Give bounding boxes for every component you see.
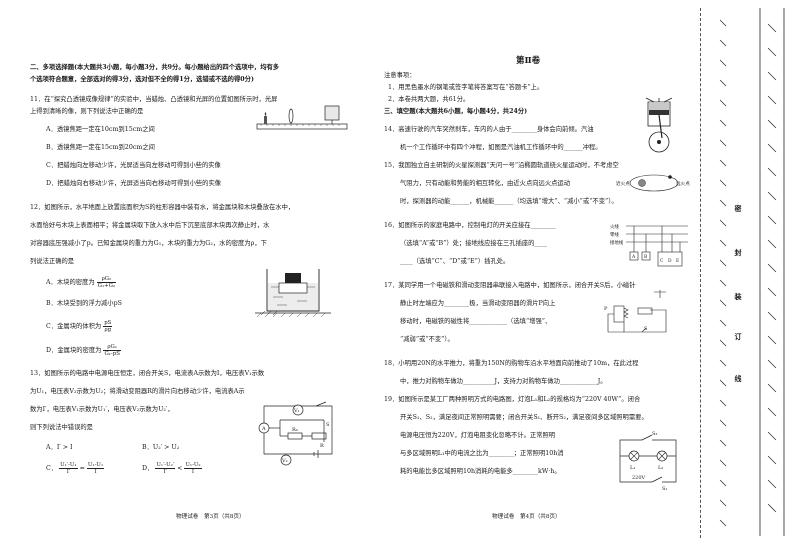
- q12-option-d-label: D．金属块的密度为: [46, 347, 102, 354]
- q13-stem-line3: 数为I′，电压表V₁示数为U₁′，电压表V₂示数为U₂′，: [30, 406, 174, 413]
- section3-header: 三、填空题(本大题共6小题，每小题4分，共24分): [384, 108, 528, 115]
- notice-item-2: 2．本卷共两大题，共61分。: [388, 96, 470, 103]
- q11-option-b: B．透镜焦距一定在15cm到20cm之间: [46, 144, 155, 151]
- q12-stem-line4: 列说法正确的是: [30, 258, 75, 265]
- binding-char-2: 封: [734, 248, 742, 257]
- q13-stem-line4: 则下列说法中错误的是: [30, 424, 93, 431]
- svg-text:S₁: S₁: [662, 486, 667, 492]
- svg-text:R: R: [320, 443, 324, 449]
- notice-item-1: 1．用黑色墨水的钢笔或签字笔将答案写在“答题卡”上。: [388, 84, 544, 91]
- q12-option-b: B．木块受到的浮力减小pS: [46, 300, 122, 307]
- q19-line5: 耗的电能比多区域照明10h消耗的电能多________kW·h。: [400, 468, 561, 475]
- svg-text:S₂: S₂: [652, 431, 657, 437]
- q16-line3: ____（选填“C”、“D”或“E”）插孔处。: [400, 258, 510, 265]
- ammeter-label: A: [261, 426, 266, 432]
- q17-line1: 17．某同学用一个电磁铁和滑动变阻器串联接入电路中，如图所示，闭合开关S后，小磁…: [384, 282, 636, 289]
- q18-line2: 中，推力对购物车做功__________J，支持力对购物车做功_________…: [400, 378, 607, 385]
- q19-line1: 19．如图所示是某工厂两种照明方式的电路图，灯泡L₁和L₂的规格均为“220V …: [384, 396, 641, 403]
- q12-option-a-label: A．木块的密度为: [46, 279, 95, 286]
- binding-char-5: 线: [734, 374, 742, 383]
- q14-line1: 14．高速行驶的汽车突然刹车，车内的人由于________身体会向前倾。汽油: [384, 126, 594, 133]
- fire-line-label: 火线: [610, 223, 619, 230]
- q11-option-a: A．透镜焦距一定在10cm到15cm之间: [46, 126, 155, 133]
- page-separator: [700, 8, 701, 538]
- right-page-footer: 物理试卷 第4页（共8页）: [492, 514, 561, 520]
- part-title: 第Ⅱ卷: [516, 56, 541, 66]
- q13-stem-line1: 13．如图所示的电路中电源电压恒定，闭合开关S，电流表A示数为I，电压表V₁示数: [30, 370, 265, 377]
- svg-text:V₁: V₁: [293, 408, 300, 414]
- q11-option-d: D．把蜡烛向右移动少许，光屏适当向右移动可得到小些的实像: [46, 180, 222, 187]
- household-circuit-figure: 火线 零线 接地线 A B C D E: [610, 223, 688, 267]
- binding-char-3: 装: [734, 292, 742, 301]
- water-container-figure: [255, 269, 331, 318]
- q13-option-a: A．I′ > I: [46, 444, 73, 451]
- q13-stem-line2: 为U₁，电压表V₂示数为U₂；将滑动变阻器R的滑片向右移动少许，电流表A示: [30, 388, 245, 395]
- svg-text:L₂: L₂: [658, 465, 663, 471]
- q11-option-c: C．把蜡烛向左移动少许，光屏适当向左移动可得到小些的实像: [46, 162, 221, 169]
- optical-bench-figure: [256, 105, 348, 130]
- q15-line1: 15．我国独立自主研制的火星探测器“天问一号”沿椭圆轨道绕火星运动时，不考虑空: [384, 162, 619, 169]
- q17-line2: 静止时左端应为________极，当滑动变阻器的滑片P向上: [400, 300, 556, 307]
- left-page-footer: 物理试卷 第3页（共8页）: [176, 514, 245, 520]
- q19-line2: 开关S₁、S₂，满足夜间正常照明需要；闭合开关S₁、断开S₂，满足夜间多区域照明…: [400, 414, 648, 421]
- q13-option-b: B．U₂′ > U₂: [142, 444, 180, 451]
- engine-stroke-figure: [645, 97, 673, 153]
- svg-text:E: E: [676, 259, 679, 264]
- svg-text:S: S: [644, 326, 648, 332]
- binding-char-4: 订: [734, 332, 742, 341]
- svg-text:L₁: L₁: [630, 465, 635, 471]
- q17-line3: 移动时，电磁铁的磁性将____________（选填“增强”、: [400, 318, 552, 325]
- section2-header-line1: 二、多项选择题(本大题共3小题，每小题3分，共9分。每小题给出的四个选项中，均有…: [30, 64, 280, 71]
- q13-circuit-figure: A V₁ V₂ R₀ R S: [258, 401, 333, 466]
- svg-text:S: S: [326, 422, 330, 428]
- q13-option-d-label: D．: [142, 465, 154, 472]
- q14-line2: 机一个工作循环中有四个冲程，如图是汽油机工作循环中的______冲程。: [400, 144, 602, 151]
- binding-strip: [719, 8, 785, 536]
- binding-char-1: 密: [734, 204, 742, 213]
- q19-line3: 电源电压恒为220V，灯泡电阻变化忽略不计。正常照明: [400, 432, 556, 439]
- q11-stem-line1: 11．在“探究凸透镜成像规律”的实验中，当蜡烛、凸透镜和光屏的位置如图所示时，光…: [30, 96, 278, 103]
- neutral-line-label: 零线: [610, 231, 619, 238]
- q12-option-c-label: C．金属块的体积为: [46, 323, 102, 330]
- supply-voltage-label: 220V: [632, 475, 646, 481]
- svg-text:C: C: [660, 259, 664, 264]
- notice-title: 注意事项：: [384, 72, 416, 79]
- section2-header-line2: 个选项符合题意，全部选对的得3分，选对但不全的得1分，选错或不选的得0分): [30, 76, 254, 83]
- svg-text:V₂: V₂: [281, 458, 288, 464]
- q12-stem-line1: 12．如图所示，水平地面上放置底面积为S的柱形容器中装有水，将金属块和木块叠放在…: [30, 204, 295, 211]
- q15-line3: 时，探测器的动能______，机械能______（均选填“增大”、“减小”或“不…: [400, 198, 618, 205]
- electromagnet-figure: P S: [604, 290, 667, 333]
- svg-text:D: D: [668, 259, 672, 264]
- far-point-label: 远火点: [676, 180, 690, 187]
- mars-orbit-figure: 近火点 远火点: [616, 174, 690, 192]
- ground-line-label: 接地线: [610, 239, 624, 246]
- q17-line4: “减弱”或“不变”）。: [400, 336, 454, 343]
- q11-stem-line2: 上得到清晰的像，则下列说法中正确的是: [30, 108, 144, 115]
- q12-stem-line3: 对容器底压强减小了p。已知金属块的重力为G₁，木块的重力为G₂，水的密度为ρ，下: [30, 240, 267, 247]
- svg-text:R₀: R₀: [292, 427, 298, 433]
- q19-line4: 与多区域照明L₁中的电流之比为________；正常照明10h消: [400, 450, 564, 457]
- q18-line1: 18．小明用20N的水平推力，将重为150N的购物车沿水平地面向前推动了10m，…: [384, 360, 639, 367]
- q13-option-c-label: C．: [46, 465, 58, 472]
- near-point-label: 近火点: [616, 180, 630, 187]
- q12-stem-line2: 水面恰好与木块上表面相平；将金属块取下放入水中后下沉至底部木块再次静止时，水: [30, 222, 270, 229]
- svg-text:B: B: [644, 255, 647, 260]
- q15-line2: 气阻力，只有动能和势能的相互转化，由近火点向远火点运动: [400, 180, 571, 187]
- svg-text:P: P: [604, 306, 608, 312]
- q16-line2: （选填“A”或“B”）处；接地线应接在三孔插座的____: [400, 240, 548, 247]
- lighting-circuit-figure: S₂ L₁ L₂ 220V S₁: [619, 431, 677, 492]
- q16-line1: 16．如图所示的家庭电路中，控制电灯的开关应接在________: [384, 222, 556, 229]
- svg-text:A: A: [631, 255, 636, 260]
